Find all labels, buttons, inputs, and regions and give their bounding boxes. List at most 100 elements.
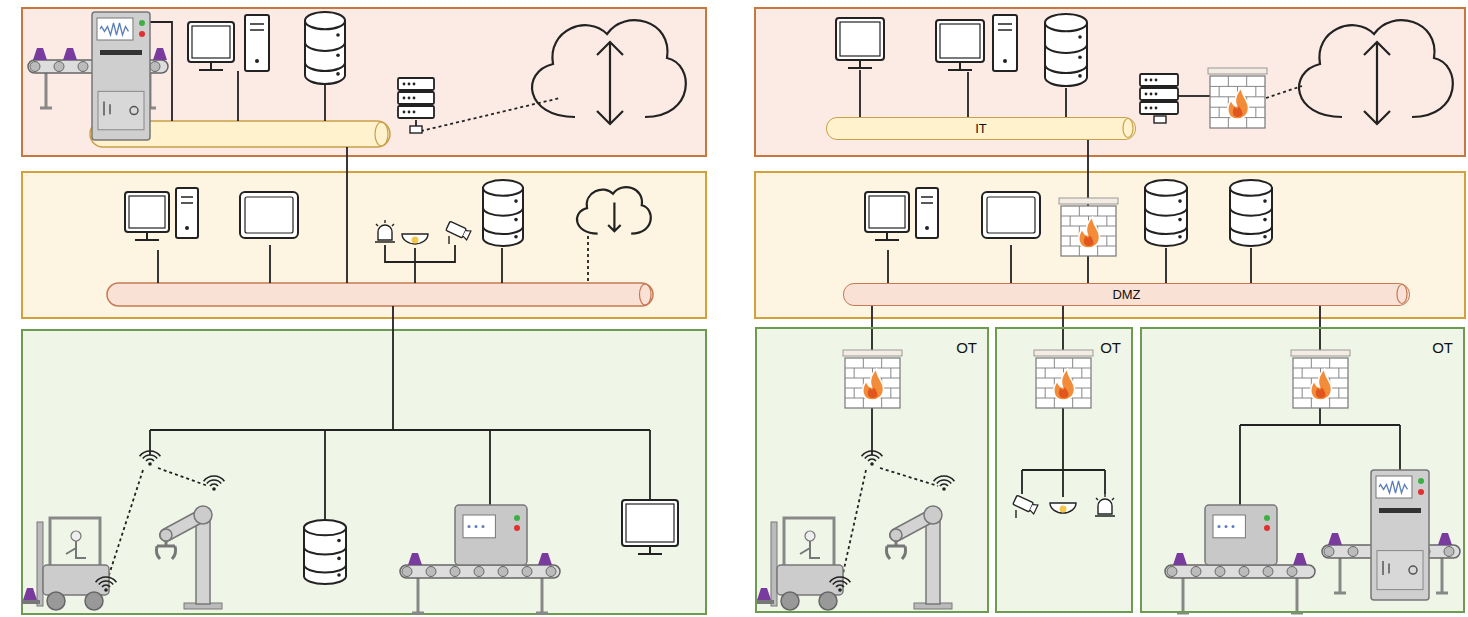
conveyor-icon [1239,567,1249,577]
database-icon [304,520,346,535]
forklift-icon [756,518,843,610]
test-machine-icon [139,20,145,26]
test-machine-icon [98,91,144,129]
pc-tower-icon [916,188,938,238]
conveyor-icon [1444,547,1454,557]
server-icon [398,92,434,104]
firewall-icon [1059,198,1118,256]
robot-arm-icon [156,506,222,609]
database-icon [1045,64,1087,73]
wireless-icon [937,480,951,484]
monitor-icon [125,192,169,232]
network-cable [270,245,271,283]
forklift-icon [771,522,777,606]
monitor-icon [622,500,678,554]
product-cone [538,553,552,565]
wireless-icon [942,487,946,491]
test-machine-icon [1376,476,1412,498]
bus-tap [1154,116,1166,123]
tablet-icon [240,192,298,238]
wireless-link [108,470,143,578]
wireless-link [880,468,938,486]
machine-icon [1205,505,1277,565]
cloud-icon [608,202,620,231]
database-icon [483,208,523,216]
machine-icon [1264,515,1270,521]
network-cable [1178,95,1210,97]
monitor-icon [638,546,662,554]
server-icon [403,83,406,86]
wireless-link [108,470,143,578]
network-cable [872,408,873,455]
network-cable [1104,470,1106,494]
conveyor-icon [1263,567,1273,577]
pc-tower-icon [245,15,269,71]
wireless-link [158,468,208,486]
firewall-icon [1233,106,1243,117]
forklift-icon [781,592,799,610]
lamp-icon [402,234,428,244]
zone-label: OT [1100,339,1121,356]
camera-icon [1015,510,1016,518]
firewall-icon [1210,76,1265,128]
database-icon [1078,74,1082,78]
zone-band [755,8,1465,156]
network-cable [1251,248,1252,283]
machine-icon [463,515,495,538]
lamp-icon [1060,506,1067,513]
monitor-icon [135,232,159,240]
forklift-icon [22,518,109,610]
firewall-icon [843,350,902,408]
wireless-icon [204,476,225,491]
tablet-icon [240,192,298,238]
network-cable [325,430,326,520]
zone-band [22,8,706,156]
database-icon [483,226,523,234]
pc-tower-icon [255,59,259,63]
network-cable [414,248,416,283]
conveyor-icon [450,567,460,577]
network-bus [640,284,652,305]
robot-arm-icon [886,541,905,559]
server-icon [1145,107,1148,110]
database-icon [514,235,518,239]
network-cable [1063,408,1064,470]
tablet-icon [987,197,1035,233]
network-cable [1105,470,1106,494]
pc-tower-icon [245,15,269,71]
network-cable [415,248,416,283]
server-icon [413,83,416,86]
network-cable [1239,425,1241,505]
firewall-icon [1291,350,1350,408]
database-icon [1145,208,1187,216]
product-cone [757,588,771,600]
firewall-icon [1059,198,1118,204]
database-icon [514,199,518,203]
database-icon [336,72,340,76]
forklift-icon [66,541,86,558]
test-machine-icon [130,107,138,115]
database-icon [1263,235,1267,239]
cloud-icon [1299,20,1453,124]
monitor-icon [865,192,909,232]
conveyor-icon [78,62,88,72]
wireless-icon [96,577,117,582]
alarm-light-icon [378,225,392,240]
monitor-icon [192,26,230,58]
wireless-icon [146,459,154,461]
wireless-link [1266,86,1302,98]
zone-band [995,327,1133,613]
network-cable [501,248,503,283]
forklift-icon [43,565,109,595]
conveyor-icon [1165,565,1315,578]
test-machine-icon [1418,478,1424,484]
firewall-icon [1061,206,1116,256]
wireless-link [880,468,938,486]
zone-label: OT [956,339,977,356]
network-bus: DMZ [843,283,1410,306]
robot-arm-icon [194,506,212,524]
monitor-icon [940,24,980,58]
network-bus: IT [826,117,1136,140]
wireless-icon [862,451,883,466]
machine-icon [468,525,471,528]
